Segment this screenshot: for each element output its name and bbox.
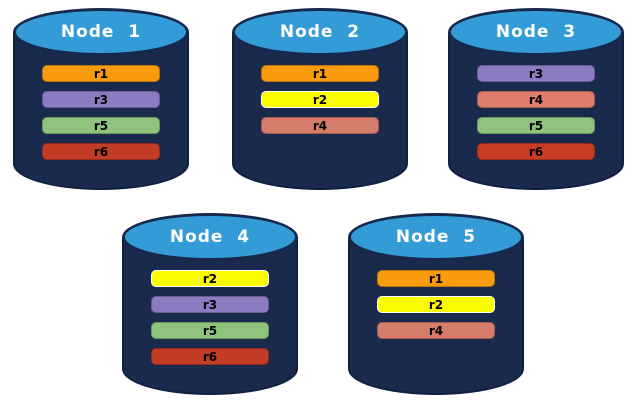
- cylinder-top: Node 4: [122, 213, 298, 261]
- replica-bar-r6: r6: [42, 143, 160, 160]
- replica-bar-r1: r1: [261, 65, 379, 82]
- replica-bar-r1: r1: [42, 65, 160, 82]
- node-label: Node 3: [495, 22, 577, 42]
- replica-bar-r3: r3: [477, 65, 595, 82]
- replica-bar-r5: r5: [151, 322, 269, 339]
- node-label: Node 2: [279, 22, 361, 42]
- replica-bars: r1 r3 r5 r6: [42, 65, 160, 160]
- cylinder-body: [448, 32, 624, 190]
- replica-bars: r1 r2 r4: [377, 270, 495, 339]
- replica-bars: r1 r2 r4: [261, 65, 379, 134]
- replica-bar-r4: r4: [261, 117, 379, 134]
- node-5-cylinder: Node 5 r1 r2 r4: [348, 213, 524, 395]
- replica-bar-r2: r2: [261, 91, 379, 108]
- cylinder-body: [13, 32, 189, 190]
- node-label: Node 5: [395, 227, 477, 247]
- node-3-cylinder: Node 3 r3 r4 r5 r6: [448, 8, 624, 190]
- node-label: Node 4: [169, 227, 251, 247]
- replica-bars: r3 r4 r5 r6: [477, 65, 595, 160]
- cylinder-top: Node 3: [448, 8, 624, 56]
- replica-bars: r2 r3 r5 r6: [151, 270, 269, 365]
- replica-bar-r4: r4: [477, 91, 595, 108]
- cylinder-body: [348, 237, 524, 395]
- replica-bar-r4: r4: [377, 322, 495, 339]
- node-label: Node 1: [60, 22, 142, 42]
- cylinder-top: Node 2: [232, 8, 408, 56]
- replica-bar-r5: r5: [42, 117, 160, 134]
- node-2-cylinder: Node 2 r1 r2 r4: [232, 8, 408, 190]
- node-4-cylinder: Node 4 r2 r3 r5 r6: [122, 213, 298, 395]
- node-1-cylinder: Node 1 r1 r3 r5 r6: [13, 8, 189, 190]
- replica-bar-r3: r3: [151, 296, 269, 313]
- replica-bar-r6: r6: [151, 348, 269, 365]
- replica-bar-r1: r1: [377, 270, 495, 287]
- replica-bar-r3: r3: [42, 91, 160, 108]
- replica-bar-r2: r2: [151, 270, 269, 287]
- cylinder-body: [232, 32, 408, 190]
- replica-bar-r6: r6: [477, 143, 595, 160]
- cylinder-body: [122, 237, 298, 395]
- replica-bar-r5: r5: [477, 117, 595, 134]
- replica-bar-r2: r2: [377, 296, 495, 313]
- cylinder-top: Node 5: [348, 213, 524, 261]
- cylinder-top: Node 1: [13, 8, 189, 56]
